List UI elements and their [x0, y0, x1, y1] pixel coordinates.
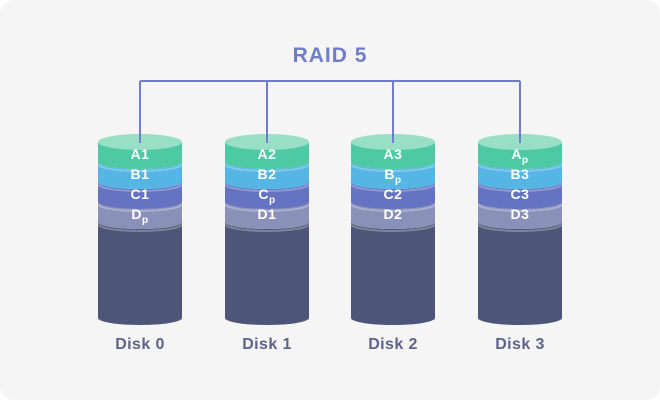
diagram-title: RAID 5 [292, 44, 368, 67]
connector-stem-disk3 [519, 81, 521, 143]
disk-2: A3 Bp C2 D2 Disk 2 [351, 134, 435, 354]
disk-band-c [98, 182, 182, 209]
connector-stem-disk2 [392, 81, 394, 143]
band-rim [98, 223, 182, 232]
disk-band-d [98, 202, 182, 229]
disk-band-b [98, 162, 182, 189]
band-rim [225, 183, 309, 192]
band-rim [478, 203, 562, 212]
band-rim [98, 183, 182, 192]
band-rim [478, 163, 562, 172]
disk-band-b [225, 162, 309, 189]
disk-cylinder-icon [225, 134, 309, 325]
disk-band-c [225, 182, 309, 209]
disk-band-c [478, 182, 562, 209]
band-rim [98, 203, 182, 212]
disk-band-c [351, 182, 435, 209]
disk-cylinder-icon [351, 134, 435, 325]
connector-stem-disk1 [266, 81, 268, 143]
band-rim [225, 203, 309, 212]
band-rim [351, 203, 435, 212]
band-rim [225, 163, 309, 172]
band-rim [351, 223, 435, 232]
disk-0: A1 B1 C1 Dp Disk 0 [98, 134, 182, 354]
band-rim [225, 223, 309, 232]
disk-0-label: Disk 0 [115, 336, 165, 353]
disk-body [98, 222, 182, 325]
disk-band-b [478, 162, 562, 189]
disk-3: Ap B3 C3 D3 Disk 3 [478, 134, 562, 354]
band-rim [478, 223, 562, 232]
disk-band-d [351, 202, 435, 229]
disk-band-d [225, 202, 309, 229]
connector-horizontal-line [140, 80, 520, 82]
disk-cylinder-icon [98, 134, 182, 325]
band-rim [351, 163, 435, 172]
disk-1-label: Disk 1 [242, 336, 292, 353]
disk-band-d [478, 202, 562, 229]
disk-1: A2 B2 Cp D1 Disk 1 [225, 134, 309, 354]
disk-cylinder-icon [478, 134, 562, 325]
connector-stem-disk0 [139, 81, 141, 143]
disk-body [225, 222, 309, 325]
disk-3-label: Disk 3 [495, 336, 545, 353]
disk-band-b [351, 162, 435, 189]
band-rim [478, 183, 562, 192]
disk-body [478, 222, 562, 325]
band-rim [98, 163, 182, 172]
band-rim [351, 183, 435, 192]
disk-2-label: Disk 2 [368, 336, 418, 353]
disk-body [351, 222, 435, 325]
